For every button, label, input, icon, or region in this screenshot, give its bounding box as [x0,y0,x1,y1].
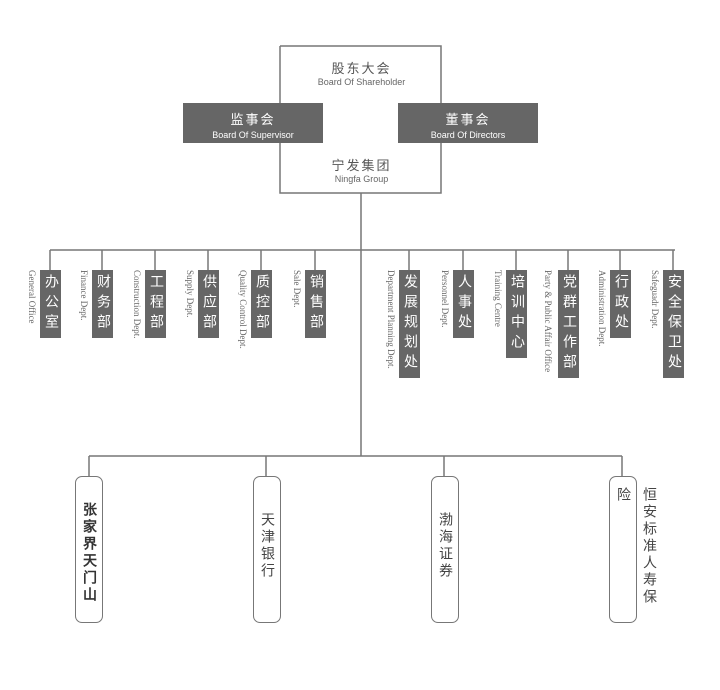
dept-en-label: Department Planning Dept. [386,270,396,369]
supervisor-box: 监事会 Board Of Supervisor [183,103,323,143]
subsidiary-box-zhangjiajie: 张家界天门山 [75,476,103,623]
dept-cn-box: 行政处 [610,270,631,338]
dept-en-label: Supply Dept. [185,270,195,318]
dept-en-label: Administration Dept. [597,270,607,347]
dept-en-label: General Office [27,270,37,324]
dept-cn-box: 财务部 [92,270,113,338]
subsidiary-label: 渤海证券 [437,512,453,580]
shareholder-title: 股东大会 [331,62,392,77]
subsidiary-box-tianjin-bank: 天津银行 [253,476,281,623]
dept-en-label: Sale Dept. [292,270,302,308]
subsidiary-label: 天津银行 [259,512,275,580]
directors-box: 董事会 Board Of Directors [398,103,538,143]
dept-en-label: Finance Dept. [79,270,89,321]
dept-cn-box: 安全保卫处 [663,270,684,378]
subsidiary-label: 张家界天门山 [81,502,97,604]
dept-cn-box: 工程部 [145,270,166,338]
dept-en-label: Training Centre [493,270,503,327]
directors-title: 董事会 [445,113,491,128]
subsidiary-box-hengan-life: 恒安标准人寿保险 [609,476,657,623]
dept-en-label: Party & Public Affair Office [543,270,553,373]
group-subtitle: Ningfa Group [334,174,389,184]
dept-cn-box: 培训中心 [506,270,527,358]
dept-cn-box: 质控部 [251,270,272,338]
dept-en-label: Personnel Dept. [440,270,450,328]
dept-cn-box: 销售部 [305,270,326,338]
supervisor-title: 监事会 [230,113,276,128]
supervisor-subtitle: Board Of Supervisor [212,130,294,140]
dept-cn-box: 发展规划处 [399,270,420,378]
dept-cn-box: 党群工作部 [558,270,579,378]
dept-en-label: Safeguadr Dept. [650,270,660,329]
dept-en-label: Construction Dept. [132,270,142,339]
dept-en-label: Quality Control Dept. [238,270,248,349]
dept-cn-box: 人事处 [453,270,474,338]
shareholder-subtitle: Board Of Shareholder [317,77,406,87]
group-title: 宁发集团 [331,159,392,174]
dept-cn-box: 办公室 [40,270,61,338]
subsidiary-box-bohai-securities: 渤海证券 [431,476,459,623]
directors-subtitle: Board Of Directors [430,130,506,140]
subsidiary-label: 恒安标准人寿保险 [615,487,657,606]
dept-cn-box: 供应部 [198,270,219,338]
